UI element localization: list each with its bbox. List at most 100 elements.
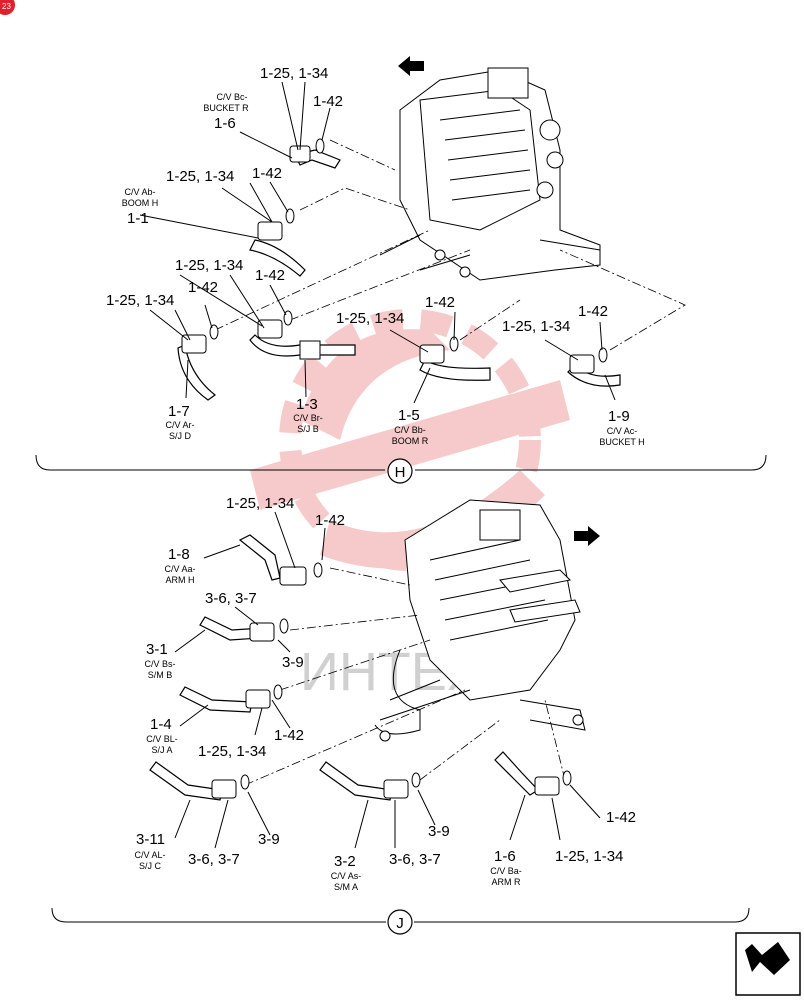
- label-oring: 1-42: [274, 727, 304, 744]
- label-oring: 3-9: [258, 831, 280, 848]
- label-ref: 1-25, 1-34: [555, 848, 623, 865]
- label-desc: C/V Bb-: [394, 425, 426, 435]
- label-part: 1-9: [608, 408, 630, 425]
- label-ref: 3-6, 3-7: [389, 851, 441, 868]
- label-oring: 1-42: [578, 303, 608, 320]
- hose-fitting: [238, 534, 323, 586]
- forward-arrow-icon: [745, 942, 790, 975]
- label-part: 3-11: [136, 831, 165, 848]
- leader-line: [244, 689, 466, 786]
- label-ref: 1-25, 1-34: [166, 168, 234, 185]
- label-desc: S/M A: [334, 882, 358, 892]
- hose-fitting: [419, 336, 491, 381]
- label-desc: ARM H: [166, 575, 195, 585]
- label-desc: C/V BL-: [146, 734, 178, 744]
- label-desc: C/V Ar-: [165, 420, 194, 430]
- leader-line: [214, 229, 431, 331]
- label-ref: 1-25, 1-34: [336, 310, 404, 327]
- label-desc: S/J C: [139, 861, 162, 871]
- label-oring: 1-42: [425, 294, 455, 311]
- section-h-bracket: [35, 454, 767, 471]
- label-desc: C/V Ab-: [124, 187, 155, 197]
- leader-line: [289, 614, 421, 631]
- leader-line: [299, 187, 411, 211]
- label-part: 3-1: [146, 641, 168, 658]
- control-valve-top: [379, 67, 601, 281]
- leader-line: [289, 249, 471, 321]
- label-oring: 3-9: [282, 654, 304, 671]
- label-ref: 1-25, 1-34: [260, 65, 328, 82]
- label-ref: 3-6, 3-7: [205, 590, 257, 607]
- label-desc: C/V AL-: [134, 850, 165, 860]
- leader-line: [419, 719, 501, 781]
- next-page-button[interactable]: [735, 932, 801, 996]
- label-desc: BUCKET R: [203, 103, 249, 113]
- section-j-marker: J: [387, 909, 413, 935]
- label-ref: 1-25, 1-34: [106, 292, 174, 309]
- leader-line: [544, 699, 566, 781]
- section-j-bracket: [51, 907, 750, 923]
- hose-fitting: [249, 310, 356, 360]
- label-ref: 1-25, 1-34: [198, 743, 266, 760]
- label-desc: C/V Aa-: [164, 564, 195, 574]
- label-oring: 1-42: [252, 165, 282, 182]
- label-oring: 3-9: [428, 823, 450, 840]
- leader-line: [329, 139, 396, 171]
- hose-fitting: [199, 616, 289, 642]
- label-ref: 1-25, 1-34: [226, 495, 294, 512]
- label-part: 1-3: [296, 396, 318, 413]
- leader-line: [279, 639, 431, 691]
- corner-badge: 23: [0, 0, 15, 15]
- control-valve-bottom: [374, 499, 586, 742]
- label-desc: BOOM R: [392, 436, 429, 446]
- leader-line: [329, 567, 411, 586]
- label-desc: C/V As-: [331, 871, 362, 881]
- label-desc: C/V Br-: [293, 413, 323, 423]
- label-part: 1-5: [398, 407, 420, 424]
- label-part: 1-6: [214, 115, 236, 132]
- label-desc: BOOM H: [122, 198, 159, 208]
- label-ref: 3-6, 3-7: [188, 851, 240, 868]
- label-oring: 1-42: [188, 279, 218, 296]
- hose-fitting: [249, 208, 306, 277]
- label-ref: 1-25, 1-34: [175, 257, 243, 274]
- direction-arrow-right-icon: [574, 526, 600, 546]
- label-part: 1-4: [150, 716, 172, 733]
- label-part: 1-1: [127, 210, 149, 227]
- label-part: 1-8: [168, 546, 190, 563]
- leader-line: [459, 299, 521, 341]
- label-ref: 1-25, 1-34: [502, 318, 570, 335]
- label-desc: C/V Bc-: [216, 92, 247, 102]
- hose-fitting: [494, 751, 572, 796]
- label-desc: S/J B: [297, 424, 319, 434]
- hose-fitting: [319, 761, 421, 801]
- svg-text:23: 23: [2, 2, 11, 11]
- label-desc: C/V Bs-: [144, 659, 175, 669]
- section-h-marker: H: [387, 458, 413, 484]
- label-desc: S/J D: [169, 431, 192, 441]
- direction-arrow-left-icon: [398, 56, 424, 76]
- label-desc: C/V Ac-: [607, 426, 638, 436]
- svg-text:J: J: [396, 915, 404, 932]
- svg-text:H: H: [395, 464, 406, 481]
- label-desc: ARM R: [492, 877, 522, 887]
- leader-line: [559, 249, 686, 351]
- label-desc: BUCKET H: [599, 437, 644, 447]
- label-desc: S/M B: [148, 670, 173, 680]
- label-part: 1-6: [494, 848, 516, 865]
- label-oring: 1-42: [315, 512, 345, 529]
- callout-lines: [139, 81, 616, 404]
- label-part: 1-7: [168, 403, 190, 420]
- hose-fitting: [567, 347, 621, 387]
- label-oring: 1-42: [255, 267, 285, 284]
- label-oring: 1-42: [313, 93, 343, 110]
- watermark-logo: [250, 309, 570, 571]
- hose-fitting: [179, 684, 283, 713]
- label-desc: C/V Ba-: [490, 866, 522, 876]
- hose-fitting: [289, 138, 341, 169]
- label-desc: S/J A: [151, 745, 172, 755]
- label-part: 3-2: [334, 853, 356, 870]
- label-oring: 1-42: [606, 809, 636, 826]
- callout-lines: [174, 511, 601, 849]
